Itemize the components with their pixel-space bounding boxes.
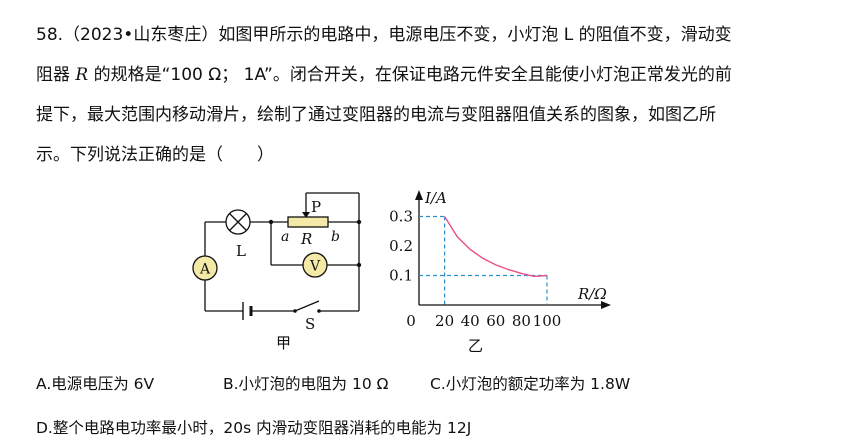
variable-r: R [75, 65, 89, 85]
y-axis-label: I/A [424, 189, 447, 207]
option-a: A.电源电压为 6V [36, 375, 155, 393]
ammeter-symbol: A [192, 255, 218, 281]
question-line-4: 示。下列说法正确的是（ ） [36, 145, 274, 165]
circuit-caption: 甲 [276, 334, 291, 352]
x-tick-label: 40 [461, 312, 480, 330]
option-b: B.小灯泡的电阻为 10 Ω [223, 375, 389, 393]
end-a-label: a [281, 229, 289, 245]
rheostat-label: R [300, 230, 312, 248]
circuit-diagram: A V L P R a b S 甲 [192, 192, 362, 352]
y-axis-arrow [415, 190, 423, 200]
y-tick-label: 0.1 [389, 267, 413, 285]
graph-caption: 乙 [468, 337, 483, 355]
question-line-2-pre: 阻器 [36, 65, 76, 85]
question-line-3: 提下，最大范围内移动滑片，绘制了通过变阻器的电流与变阻器阻值关系的图象，如图乙所 [36, 105, 716, 125]
switch-label: S [305, 315, 315, 333]
slider-label: P [311, 198, 321, 216]
question-line-2-post: 的规格是“100 Ω； 1A”。闭合开关，在保证电路元件安全且能使小灯泡正常发光… [88, 65, 732, 85]
x-tick-label: 80 [512, 312, 531, 330]
end-b-label: b [331, 229, 340, 245]
x-tick-label: 20 [435, 312, 454, 330]
x-tick-label: 60 [486, 312, 505, 330]
x-axis-arrow [601, 301, 611, 309]
voltmeter-symbol: V [302, 252, 328, 278]
question-line-1: 58.（2023•山东枣庄）如图甲所示的电路中，电源电压不变，小灯泡 L 的阻值… [36, 25, 732, 45]
voltmeter-label: V [309, 259, 321, 275]
question-line-2: 阻器 R 的规格是“100 Ω； 1A”。闭合开关，在保证电路元件安全且能使小灯… [36, 64, 732, 86]
x-axis-label: R/Ω [577, 285, 607, 303]
ammeter-label: A [199, 262, 211, 278]
option-c: C.小灯泡的额定功率为 1.8W [430, 375, 631, 393]
y-tick-label: 0.3 [389, 208, 413, 226]
x-tick-label: 0 [406, 312, 416, 330]
lamp-label: L [236, 242, 246, 260]
y-tick-label: 0.2 [389, 237, 413, 255]
series-line [444, 216, 548, 278]
option-d: D.整个电路电功率最小时，20s 内滑动变阻器消耗的电能为 12J [36, 419, 472, 437]
lamp-symbol [225, 209, 251, 235]
x-tick-label: 100 [533, 312, 562, 330]
